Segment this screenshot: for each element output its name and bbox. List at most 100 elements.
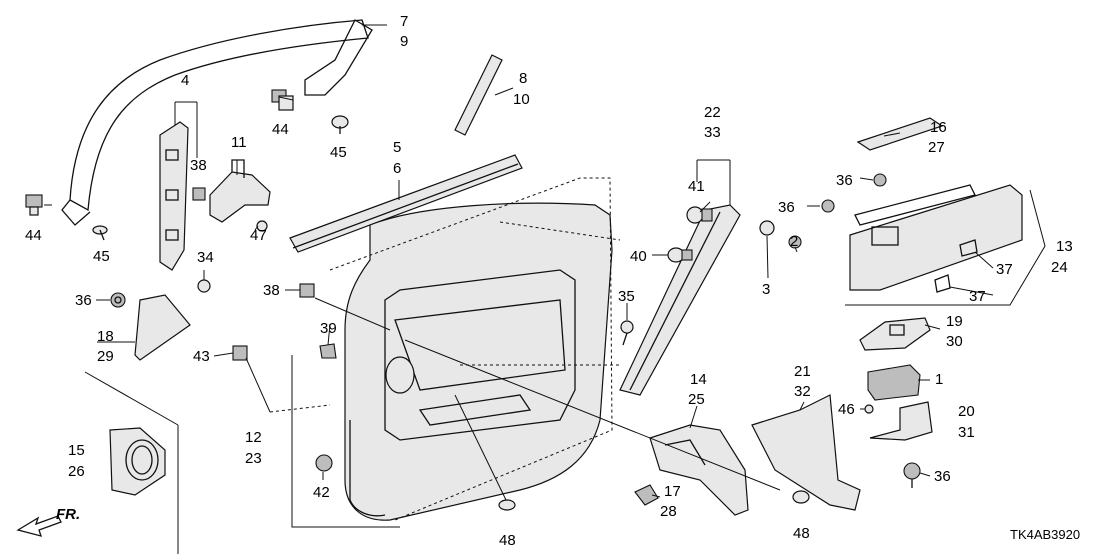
lining-boundary-dash [329, 177, 613, 521]
callout-29: 29 [97, 348, 114, 365]
callout-8: 8 [519, 70, 527, 87]
callout-48-right: 48 [793, 525, 810, 542]
callout-6: 6 [393, 160, 401, 177]
lead-line-38 [314, 297, 391, 331]
callout-38-upper: 38 [190, 157, 207, 174]
callout-15: 15 [68, 442, 85, 459]
callout-labels: 7 9 4 8 10 44 45 38 11 5 6 22 33 16 27 3… [25, 13, 1073, 549]
bracket-line-22 [696, 159, 731, 205]
grab-handle-16 [856, 117, 944, 151]
callout-7: 7 [400, 13, 408, 30]
region-line-a [84, 371, 179, 426]
screw-46 [864, 404, 874, 414]
bracket-11 [209, 159, 271, 223]
clip-17 [634, 484, 659, 506]
trim-21 [751, 394, 861, 511]
callout-45-upper: 45 [330, 144, 347, 161]
clip-35 [620, 320, 634, 346]
callout-42: 42 [313, 484, 330, 501]
callout-3: 3 [762, 281, 770, 298]
screw-45-left [92, 225, 108, 241]
callout-44-upper: 44 [272, 121, 289, 138]
callout-16: 16 [930, 119, 947, 136]
callout-22: 22 [704, 104, 721, 121]
callout-37-b: 37 [969, 288, 986, 305]
clip-38-lower [299, 283, 315, 298]
callout-26: 26 [68, 463, 85, 480]
callout-1: 1 [935, 371, 943, 388]
callout-9: 9 [400, 33, 408, 50]
callout-32: 32 [794, 383, 811, 400]
weatherstrip-5 [289, 154, 523, 253]
callout-41: 41 [688, 178, 705, 195]
clip-43 [232, 345, 248, 361]
bracket-line-13 [845, 189, 1046, 306]
diagram-code: TK4AB3920 [1010, 527, 1080, 542]
screw-36-armrest-a [873, 173, 887, 187]
screw-45-upper [331, 115, 349, 134]
clip-40 [667, 247, 693, 263]
callout-24: 24 [1051, 259, 1068, 276]
door-sash-molding [61, 19, 373, 226]
callout-33: 33 [704, 124, 721, 141]
callout-19: 19 [946, 313, 963, 330]
callout-36-bottom: 36 [934, 468, 951, 485]
window-switch-1 [867, 364, 921, 401]
callout-27: 27 [928, 139, 945, 156]
callout-5: 5 [393, 139, 401, 156]
callout-12: 12 [245, 429, 262, 446]
lead-line-48-right [404, 339, 781, 491]
clip-3 [759, 220, 775, 236]
callout-47: 47 [250, 227, 267, 244]
callout-23: 23 [245, 450, 262, 467]
callout-2: 2 [790, 233, 798, 250]
callout-25: 25 [688, 391, 705, 408]
callout-37-a: 37 [996, 261, 1013, 278]
clip-38-upper [192, 187, 206, 201]
callout-20: 20 [958, 403, 975, 420]
callout-28: 28 [660, 503, 677, 520]
front-direction-arrow-icon [16, 515, 62, 537]
bracket-line-4 [174, 101, 198, 158]
bracket-14 [649, 424, 749, 516]
lead-line-48-center [454, 394, 507, 501]
molding-8 [454, 54, 503, 136]
screw-36-armrest-b [821, 199, 835, 213]
callout-44-left: 44 [25, 227, 42, 244]
screw-48-center [498, 499, 516, 511]
screw-47 [256, 220, 268, 232]
switch-panel-19 [859, 317, 931, 351]
callout-10: 10 [513, 91, 530, 108]
clip-42 [315, 454, 333, 472]
clip-34 [197, 279, 211, 293]
clip-39 [319, 343, 337, 359]
callout-46: 46 [838, 401, 855, 418]
callout-4: 4 [181, 72, 189, 89]
callout-30: 30 [946, 333, 963, 350]
clip-44-upper [271, 89, 294, 111]
callout-38-lower: 38 [263, 282, 280, 299]
cap-18 [134, 294, 191, 361]
bracket-4 [159, 121, 189, 271]
callout-18: 18 [97, 328, 114, 345]
callout-43: 43 [193, 348, 210, 365]
screw-36-left [110, 292, 126, 308]
leader-lines [44, 24, 994, 498]
front-direction-label: FR. [56, 506, 80, 523]
speaker-grille-15 [109, 427, 166, 496]
callout-31: 31 [958, 424, 975, 441]
callout-34: 34 [197, 249, 214, 266]
callout-36-armrest-a: 36 [836, 172, 853, 189]
armrest-13 [849, 184, 1023, 293]
callout-39: 39 [320, 320, 337, 337]
screw-48-right [792, 490, 810, 504]
screw-36-bottom [903, 462, 921, 488]
callout-40: 40 [630, 248, 647, 265]
lead-line-43 [245, 357, 271, 413]
callout-17: 17 [664, 483, 681, 500]
callout-45-left: 45 [93, 248, 110, 265]
callout-35: 35 [618, 288, 635, 305]
lead-dash-43 [269, 404, 331, 413]
door-lining-12 [344, 202, 613, 521]
